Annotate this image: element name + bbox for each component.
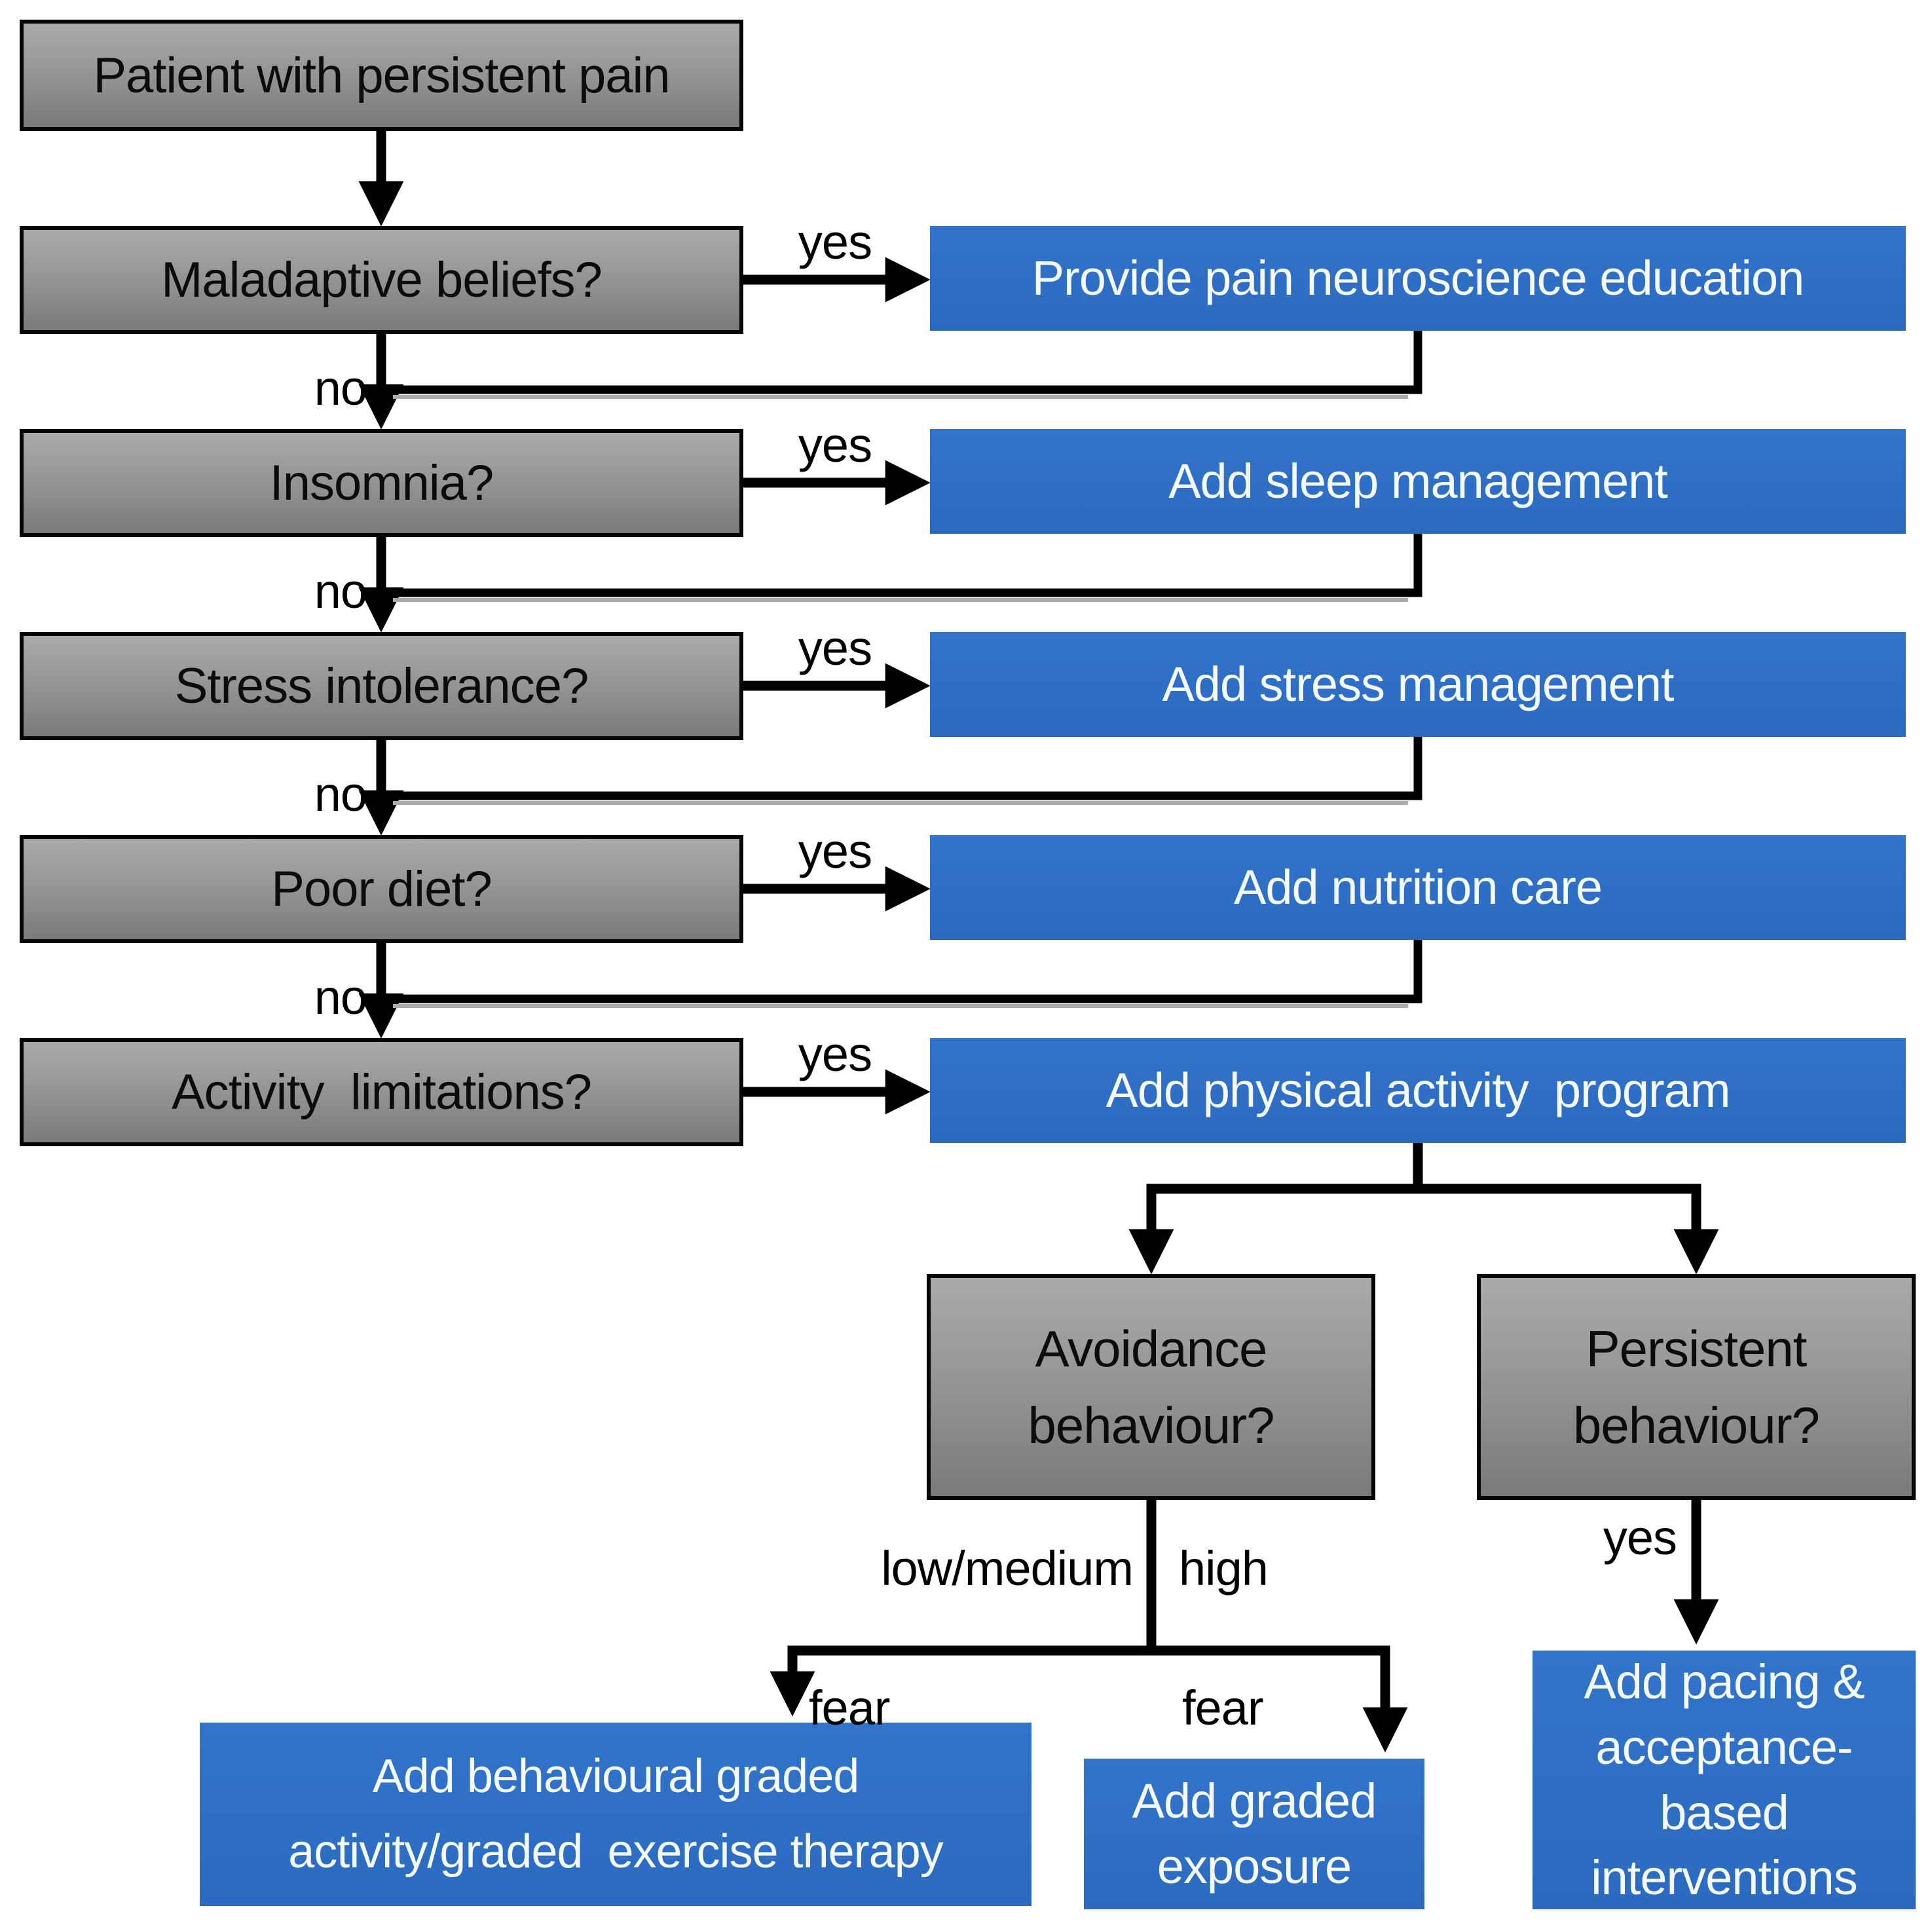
edge-label-yes-2: yes <box>798 418 872 472</box>
edge-label-yes-4: yes <box>798 824 872 878</box>
node-nutrition-care: Add nutrition care <box>930 835 1906 940</box>
feedback-sleep <box>377 529 1422 597</box>
edge-label-no-4: no <box>314 970 367 1024</box>
node-activity-limitations: Activity limitations? <box>20 1038 743 1146</box>
edge-label-low-medium: low/medium <box>881 1541 1134 1596</box>
node-pain-neuroscience-education: Provide pain neuroscience education <box>930 226 1906 331</box>
node-pacing-acceptance: Add pacing & acceptance- based intervent… <box>1533 1651 1916 1909</box>
node-patient: Patient with persistent pain <box>20 20 743 131</box>
edge-label-yes-5: yes <box>798 1027 872 1081</box>
feedback-pne <box>377 326 1422 394</box>
feedback-nutrition <box>377 935 1422 1003</box>
edge-label-no-3: no <box>314 767 367 821</box>
edge-label-fear-left: fear <box>809 1681 891 1735</box>
edge-label-high: high <box>1179 1541 1269 1596</box>
node-behavioural-graded-activity: Add behavioural graded activity/graded e… <box>200 1723 1031 1906</box>
edge-label-no-1: no <box>314 361 367 415</box>
node-maladaptive-beliefs: Maladaptive beliefs? <box>20 226 743 334</box>
node-poor-diet: Poor diet? <box>20 835 743 943</box>
edge-label-yes-persistent: yes <box>1603 1510 1677 1565</box>
edge-label-yes-3: yes <box>798 621 872 675</box>
edge-label-fear-right: fear <box>1182 1681 1264 1735</box>
feedback-stress-mgmt <box>377 732 1422 800</box>
node-avoidance-behaviour: Avoidance behaviour? <box>927 1274 1375 1500</box>
node-physical-activity-program: Add physical activity program <box>930 1038 1906 1143</box>
node-stress-intolerance: Stress intolerance? <box>20 632 743 740</box>
node-insomnia: Insomnia? <box>20 429 743 537</box>
edge-label-no-2: no <box>314 564 367 618</box>
edge-label-yes-1: yes <box>798 215 872 269</box>
node-sleep-management: Add sleep management <box>930 429 1906 534</box>
node-stress-management: Add stress management <box>930 632 1906 737</box>
node-persistent-behaviour: Persistent behaviour? <box>1477 1274 1916 1500</box>
node-graded-exposure: Add graded exposure <box>1084 1759 1424 1909</box>
